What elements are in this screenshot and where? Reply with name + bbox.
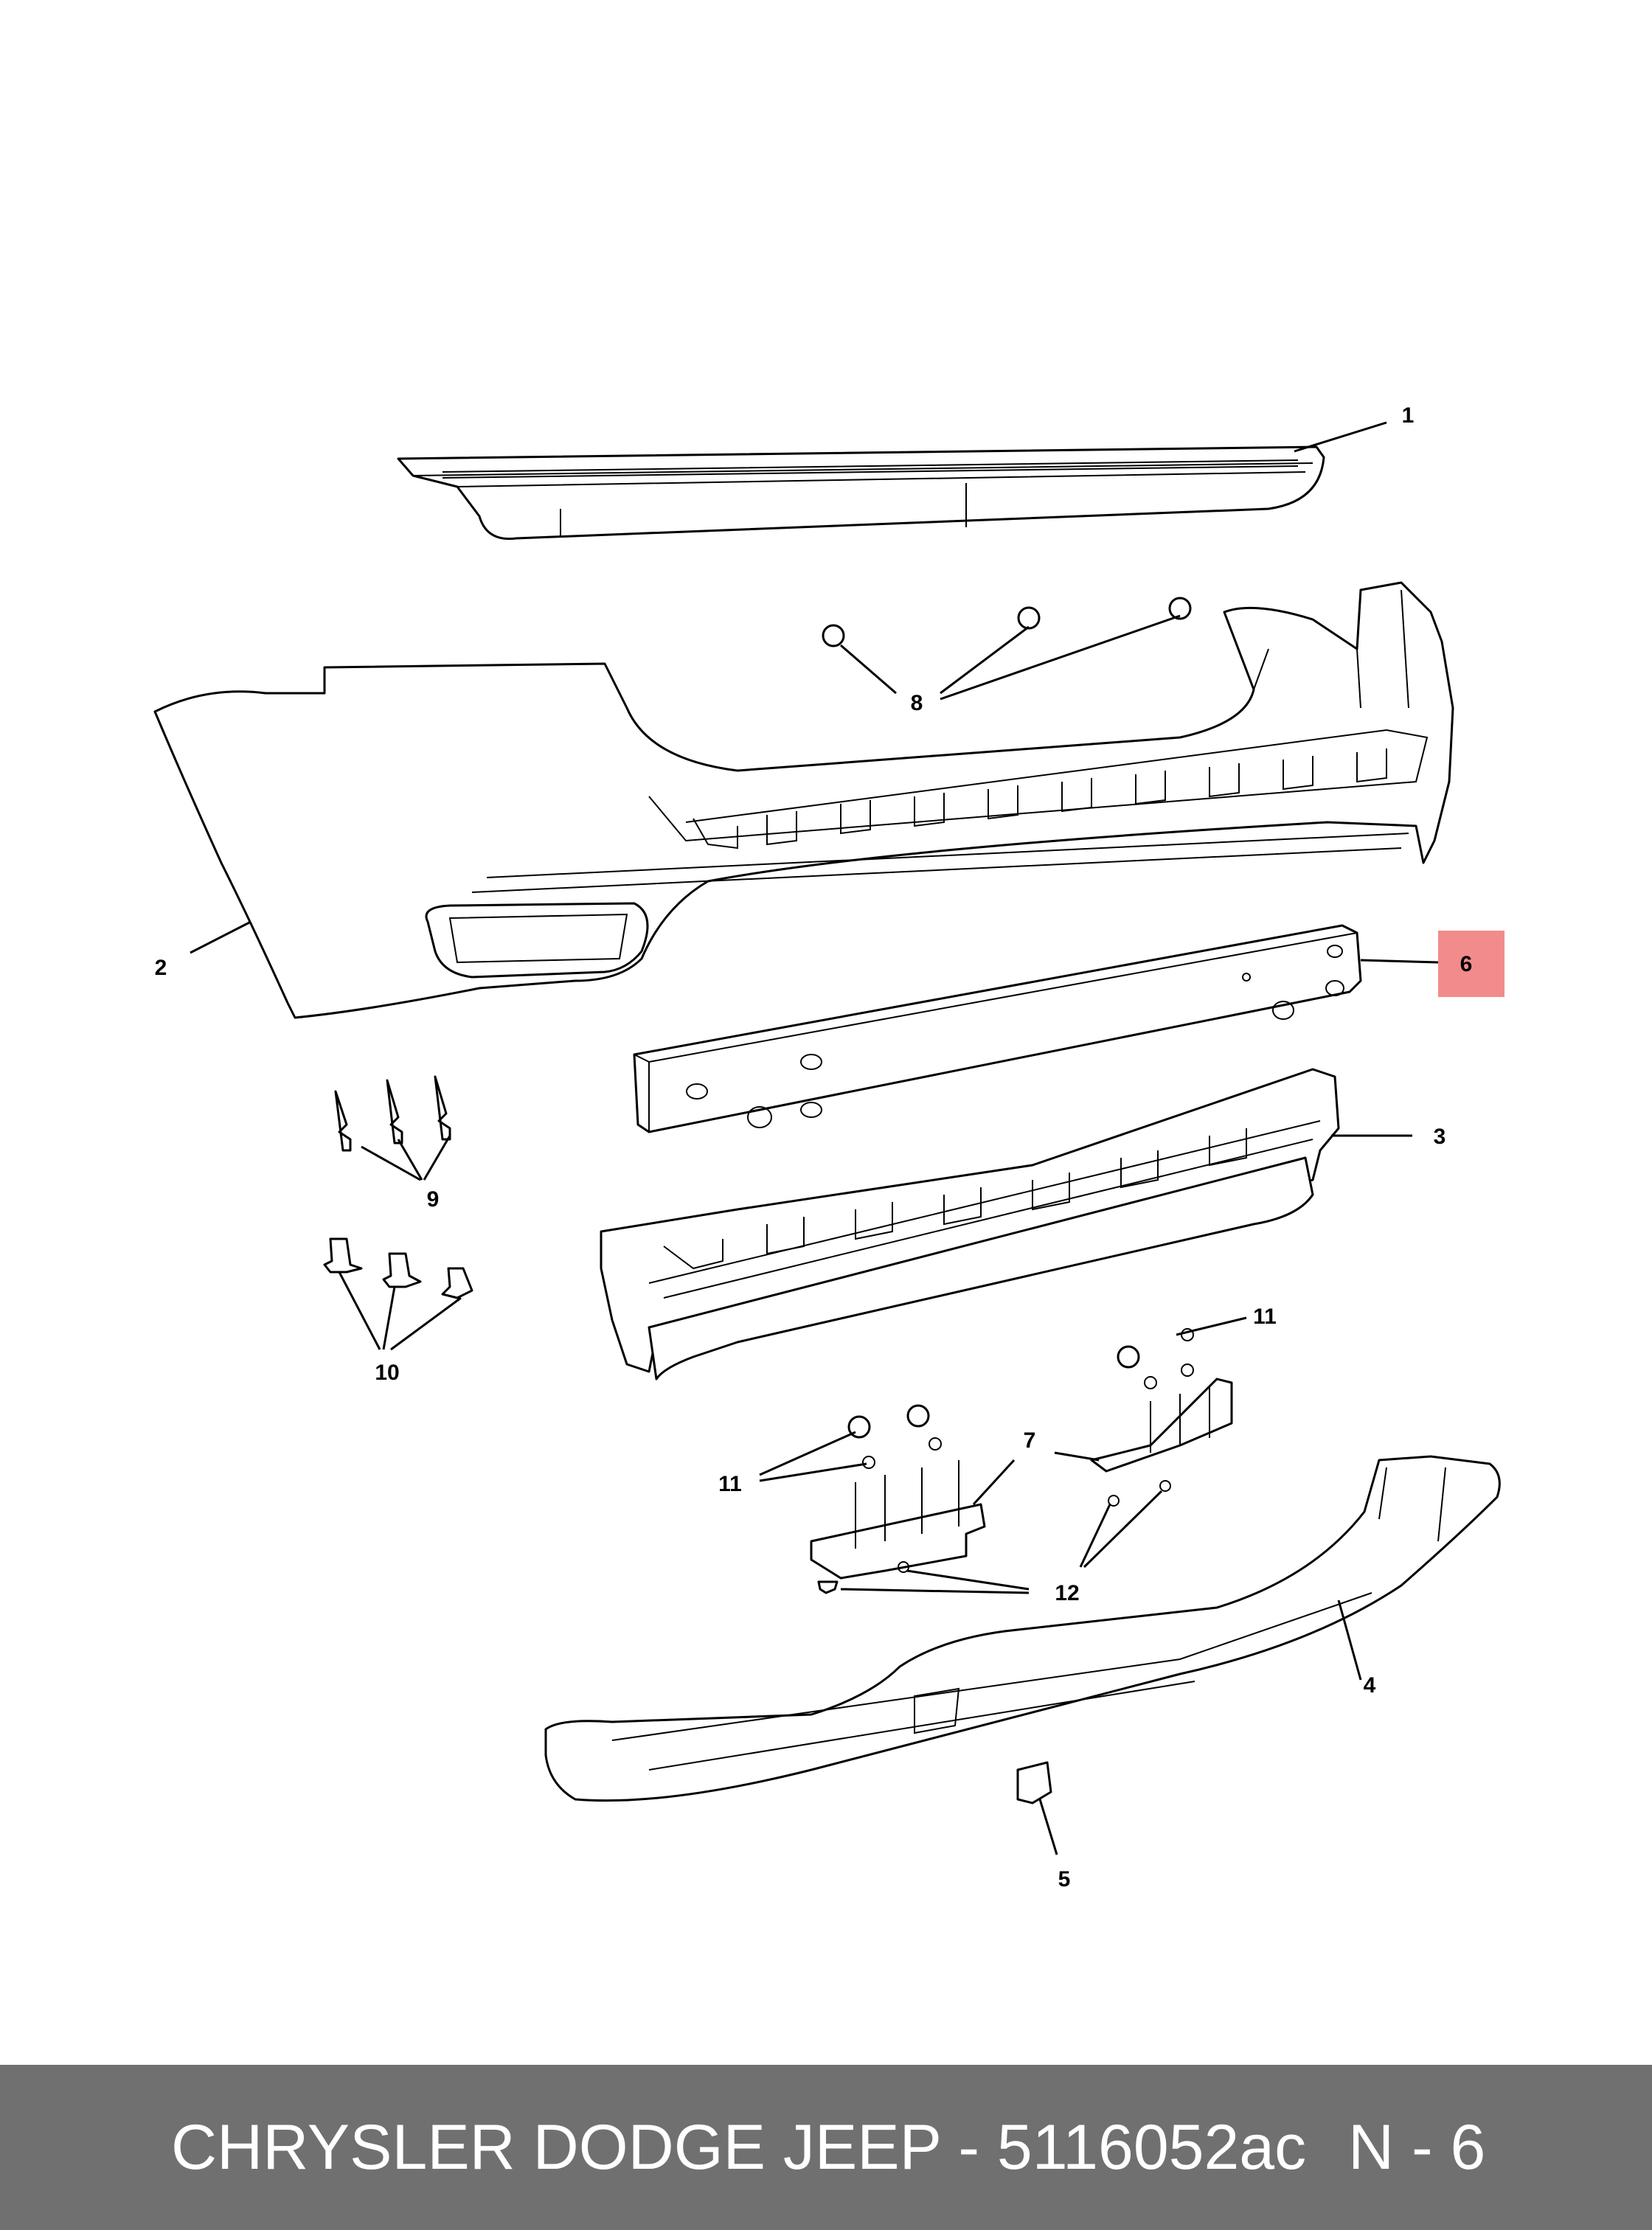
bracket-right-part	[1090, 1378, 1233, 1473]
callout-3: 3	[1434, 1125, 1446, 1149]
callout-4: 4	[1364, 1673, 1376, 1698]
energy-absorber-part	[600, 1068, 1340, 1380]
footer-bar	[0, 2065, 1652, 2230]
tow-hook-cover-part	[1016, 1761, 1052, 1805]
bracket-left-part	[810, 1460, 986, 1580]
step-pad-part	[397, 445, 1325, 541]
callout-6-highlight	[1438, 931, 1504, 997]
fastener-12-group	[817, 1480, 1171, 1594]
callout-12: 12	[1055, 1581, 1079, 1605]
footer-page-ref: N - 6	[1348, 2112, 1486, 2183]
callout-2: 2	[155, 956, 167, 980]
fastener-10-group	[323, 1237, 473, 1299]
lower-valance-part	[544, 1455, 1501, 1802]
fastener-8-group	[822, 597, 1192, 647]
fastener-9-group	[334, 1075, 451, 1152]
callout-1: 1	[1402, 403, 1415, 428]
footer-text-row: CHRYSLER DODGE JEEP - 5116052ac N - 6	[0, 2065, 1652, 2230]
footer-title: CHRYSLER DODGE JEEP - 5116052ac	[171, 2112, 1307, 2183]
leader-lines	[190, 421, 1439, 1855]
callout-10: 10	[375, 1361, 399, 1385]
callout-9: 9	[427, 1187, 440, 1212]
callout-6: 6	[1460, 952, 1473, 976]
parts-diagram: 1 2 3 4 5 6 7 8 9 10 11 11 12	[153, 403, 1504, 1892]
bumper-fascia-part	[153, 581, 1454, 1019]
callout-11-lower: 11	[718, 1472, 742, 1496]
callout-5: 5	[1058, 1867, 1071, 1892]
callout-11-upper: 11	[1253, 1305, 1277, 1329]
callout-8: 8	[911, 691, 923, 715]
reinforcement-beam-part	[633, 924, 1362, 1133]
callout-7: 7	[1024, 1428, 1036, 1453]
